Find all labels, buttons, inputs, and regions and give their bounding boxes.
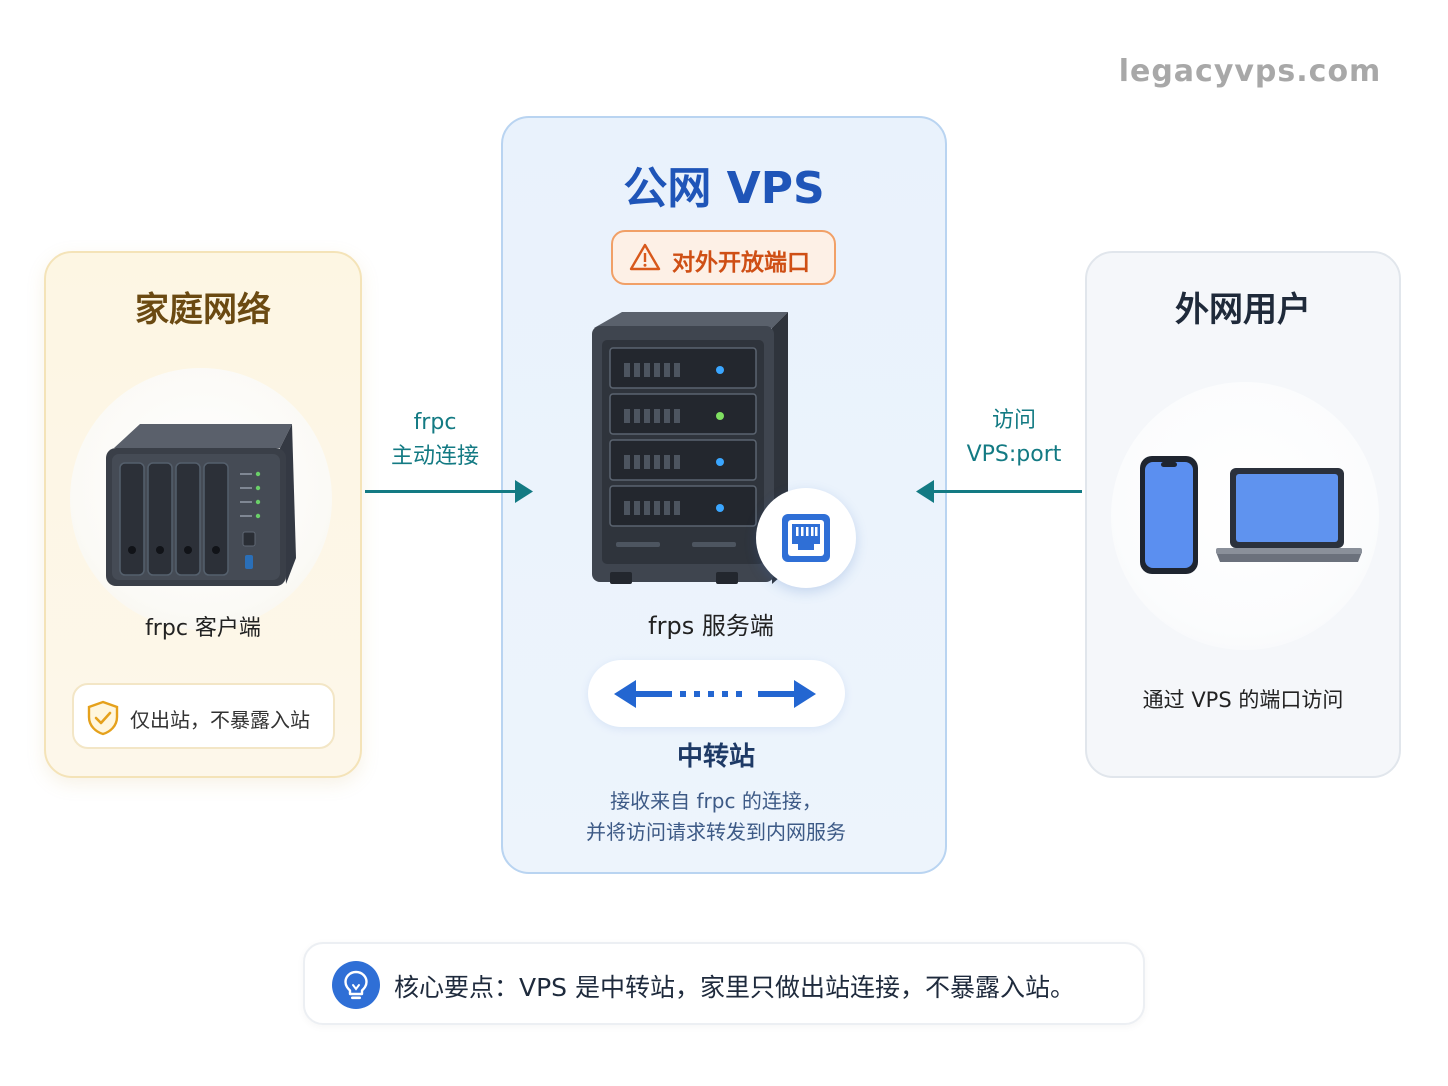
relay-description: 接收来自 frpc 的连接， 并将访问请求转发到内网服务 [501, 786, 931, 848]
frpc-connection-label-line-1: frpc [413, 410, 457, 435]
open-port-warning-badge [611, 230, 836, 285]
key-point-summary [303, 942, 1145, 1025]
nas-device-icon [106, 424, 296, 586]
frpc-client-label: frpc 客户端 [145, 616, 261, 641]
frpc-connection-label: frpc 主动连接 [375, 406, 495, 474]
server-rack-icon [592, 312, 788, 584]
relay-title: 中转站 [676, 742, 755, 772]
user-access-label-line-2: VPS:port [966, 442, 1062, 467]
phone-laptop-icon [1140, 456, 1362, 574]
external-user-description: 通过 VPS 的端口访问 [1142, 688, 1344, 712]
relay-description-line-2: 并将访问请求转发到内网服务 [586, 820, 846, 844]
connection-arrows [365, 480, 1082, 503]
key-point-text: 核心要点：VPS 是中转站，家里只做出站连接，不暴露入站。 [394, 973, 1075, 1002]
security-note-pill [72, 683, 335, 749]
user-access-label: 访问 VPS:port [955, 404, 1073, 472]
watermark: legacyvps.com [1118, 54, 1382, 89]
frpc-to-vps-arrow-head [515, 480, 533, 503]
frps-server-label: frps 服务端 [648, 612, 774, 640]
lightbulb-icon [332, 961, 380, 1009]
user-access-label-line-1: 访问 [991, 408, 1036, 433]
user-to-vps-arrow-head [916, 480, 934, 503]
user-to-vps-arrow-line [932, 490, 1082, 493]
ethernet-port-icon [782, 514, 830, 562]
nas-backdrop [70, 368, 332, 630]
open-port-warning-text: 对外开放端口 [672, 250, 810, 276]
vps-title: 公网 VPS [623, 163, 825, 214]
frpc-to-vps-arrow-line [365, 490, 517, 493]
home-network-title: 家庭网络 [135, 290, 271, 330]
bidirectional-arrow-icon [614, 680, 816, 708]
external-user-title: 外网用户 [1175, 290, 1311, 330]
relay-description-line-1: 接收来自 frpc 的连接， [610, 789, 822, 813]
security-note-text: 仅出站，不暴露入站 [130, 708, 310, 732]
shield-check-icon [87, 700, 119, 736]
warning-triangle-icon [629, 243, 661, 271]
frpc-connection-label-line-2: 主动连接 [390, 444, 479, 469]
